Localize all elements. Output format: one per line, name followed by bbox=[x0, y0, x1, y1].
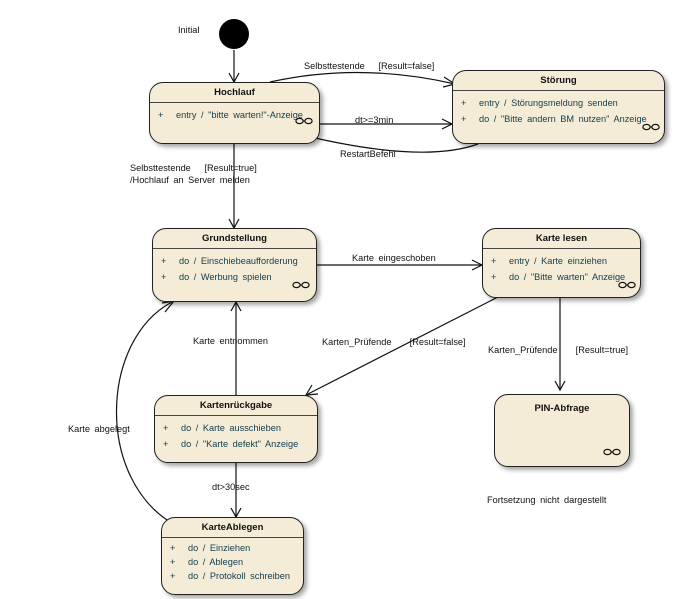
state-name: Hochlauf bbox=[150, 83, 319, 103]
state-name: Grundstellung bbox=[153, 229, 316, 249]
activity: +do / Karte ausschieben bbox=[163, 423, 281, 433]
transition-label-pruefung-true: Karten_Prüfende [Result=true] bbox=[488, 345, 629, 355]
activity: +do / "Bitte andern BM nutzen" Anzeige bbox=[461, 114, 647, 124]
arrowhead bbox=[230, 300, 242, 312]
transition-restart bbox=[289, 131, 479, 153]
transition-label-karte-entnommen: Karte entnommen bbox=[193, 336, 269, 346]
transition-label-selbsttest-true: Selbsttestende [Result=true] /Hochlauf a… bbox=[130, 163, 257, 185]
transition-label-pruefung-false: Karten_Prüfende [Result=false] bbox=[322, 337, 466, 347]
transition-selbsttest-false bbox=[269, 71, 456, 85]
state-name: Störung bbox=[453, 71, 664, 91]
submachine-icon bbox=[603, 448, 621, 456]
state-pin-abfrage[interactable]: PIN-Abfrage bbox=[494, 394, 630, 467]
submachine-icon bbox=[295, 117, 313, 125]
initial-node bbox=[219, 19, 249, 49]
transition-label-selbsttest-false: Selbsttestende [Result=false] bbox=[304, 61, 435, 71]
state-name: KarteAblegen bbox=[162, 518, 303, 538]
activity: +entry / Karte einziehen bbox=[491, 256, 607, 266]
activity: +do / Ablegen bbox=[170, 557, 244, 567]
activity: +do / Einziehen bbox=[170, 543, 251, 553]
activity: +entry / "bitte warten!"-Anzeige bbox=[158, 110, 303, 120]
state-kartenrueckgabe[interactable]: Kartenrückgabe +do / Karte ausschieben +… bbox=[154, 395, 318, 463]
arrowhead bbox=[554, 380, 566, 392]
activity: +do / Werbung spielen bbox=[161, 272, 272, 282]
submachine-icon bbox=[618, 281, 636, 289]
activity: +do / Protokoll schreiben bbox=[170, 571, 291, 581]
state-name: PIN-Abfrage bbox=[534, 403, 590, 414]
submachine-icon bbox=[642, 123, 660, 131]
transition-label-restart: RestartBefehl bbox=[340, 149, 396, 159]
state-karte-ablegen[interactable]: KarteAblegen +do / Einziehen +do / Ableg… bbox=[161, 517, 304, 595]
activity: +do / "Bitte warten" Anzeige bbox=[491, 272, 626, 282]
state-grundstellung[interactable]: Grundstellung +do / Einschiebeaufforderu… bbox=[152, 228, 317, 302]
transition-label-timeout-3min: dt>=3min bbox=[355, 115, 394, 125]
activity: +do / Einschiebeaufforderung bbox=[161, 256, 298, 266]
state-name: Karte lesen bbox=[483, 229, 640, 249]
state-hochlauf[interactable]: Hochlauf +entry / "bitte warten!"-Anzeig… bbox=[149, 82, 320, 144]
state-karte-lesen[interactable]: Karte lesen +entry / Karte einziehen +do… bbox=[482, 228, 641, 298]
transition-label-karte-eingeschoben: Karte eingeschoben bbox=[352, 253, 436, 263]
transition-label-timeout-30sec: dt>30sec bbox=[212, 482, 250, 492]
initial-label: Initial bbox=[178, 25, 200, 35]
note-text: Fortsetzung nicht dargestellt bbox=[487, 495, 607, 505]
activity: +do / "Karte defekt" Anzeige bbox=[163, 439, 299, 449]
transition-pruefung-false bbox=[305, 296, 499, 396]
state-stoerung[interactable]: Störung +entry / Störungsmeldung senden … bbox=[452, 70, 665, 144]
transition-karte-abgelegt bbox=[115, 301, 176, 526]
activity: +entry / Störungsmeldung senden bbox=[461, 98, 618, 108]
submachine-icon bbox=[292, 281, 310, 289]
transition-label-karte-abgelegt: Karte abgelegt bbox=[68, 424, 130, 434]
state-name: Kartenrückgabe bbox=[155, 396, 317, 416]
